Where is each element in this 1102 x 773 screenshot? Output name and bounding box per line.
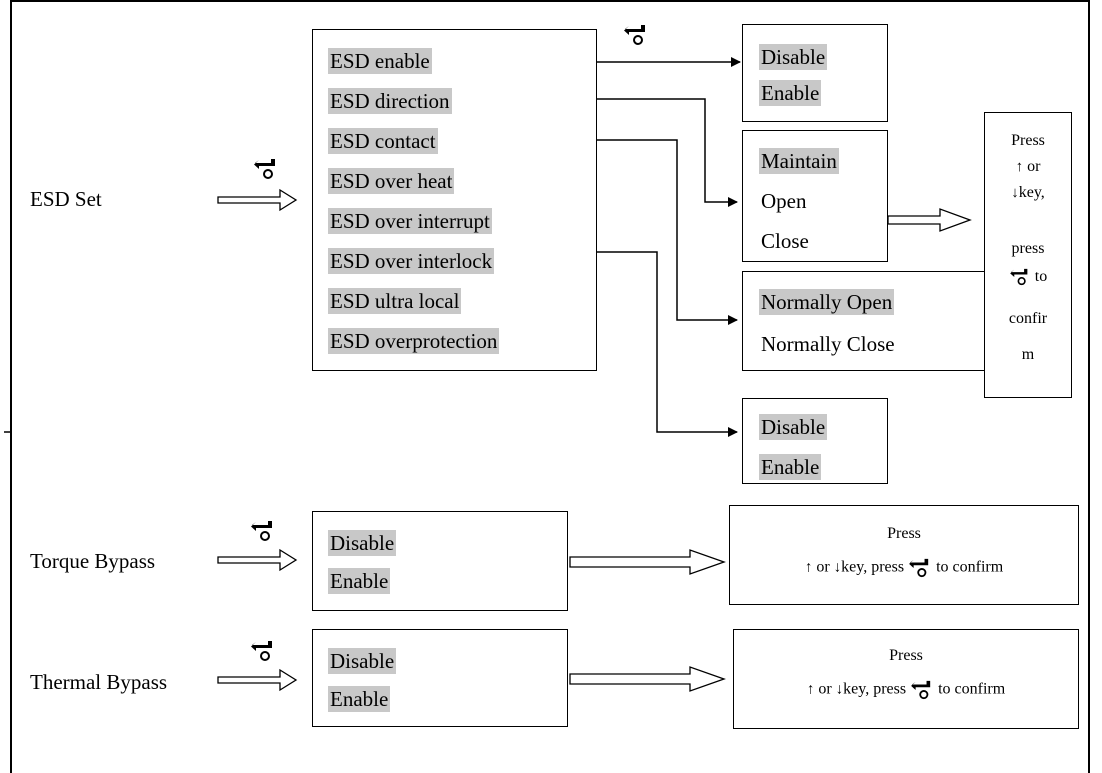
confirm-instruction-box (984, 112, 1072, 398)
confirm-key-line: ↓key, (1011, 184, 1045, 201)
menu-item-esd-enable: ESD enable (328, 48, 432, 74)
enter-key-icon (251, 521, 272, 541)
down-arrow-icon: ↓ (833, 559, 842, 576)
option-disable: Disable (328, 648, 397, 674)
enter-key-icon (254, 159, 275, 179)
option-maintain: Maintain (759, 148, 839, 174)
up-arrow-icon: ↑ (1015, 159, 1024, 175)
torque-confirm-box (729, 505, 1079, 605)
down-arrow-icon: ↓ (835, 681, 844, 698)
torque-confirm-line: ↑ or ↓key, press to confirm (729, 558, 1079, 578)
confirm-confir-text: confir (1008, 310, 1048, 327)
torque-press-text: Press (887, 525, 921, 542)
option-normally-close: Normally Close (761, 332, 895, 356)
down-arrow-icon: ↓ (1011, 185, 1019, 201)
thermal-bypass-label: Thermal Bypass (30, 670, 168, 694)
option-close: Close (761, 229, 809, 253)
menu-item-esd-direction: ESD direction (328, 88, 452, 114)
diagram-frame (10, 0, 1090, 773)
thermal-confirm-box (733, 629, 1079, 729)
torque-bypass-label: Torque Bypass (30, 549, 156, 573)
confirm-or-line: ↑ or (1015, 158, 1041, 175)
confirm-m-text: m (1021, 346, 1035, 363)
option-enable: Enable (328, 686, 391, 712)
enter-key-icon (251, 641, 272, 661)
thermal-press-text: Press (889, 647, 923, 664)
option-disable: Disable (328, 530, 397, 556)
esd-set-label: ESD Set (30, 187, 102, 211)
enter-key-icon (624, 25, 645, 45)
option-enable: Enable (328, 568, 391, 594)
up-arrow-icon: ↑ (804, 559, 813, 576)
confirm-press2-text: press (1011, 240, 1045, 257)
enter-key-icon (909, 558, 929, 578)
option-open: Open (761, 189, 807, 213)
confirm-press-text: Press (1011, 132, 1045, 149)
menu-item-esd-over-heat: ESD over heat (328, 168, 455, 194)
thermal-confirm-line: ↑ or ↓key, press to confirm (733, 680, 1079, 700)
thermal-options-box (312, 629, 568, 727)
option-enable: Enable (759, 454, 822, 480)
enter-key-icon (1009, 269, 1028, 286)
option-disable: Disable (759, 414, 828, 440)
enter-key-icon (911, 680, 931, 700)
contact-options-box (742, 271, 990, 371)
menu-item-esd-overprotection: ESD overprotection (328, 328, 500, 354)
menu-item-esd-ultra-local: ESD ultra local (328, 288, 462, 314)
enable-options-box (742, 24, 888, 122)
option-disable: Disable (759, 44, 828, 70)
esd-menu-box (312, 29, 597, 371)
menu-item-esd-contact: ESD contact (328, 128, 438, 154)
option-normally-open: Normally Open (759, 289, 895, 315)
menu-item-esd-over-interrupt: ESD over interrupt (328, 208, 492, 234)
up-arrow-icon: ↑ (806, 681, 815, 698)
torque-options-box (312, 511, 568, 611)
option-enable: Enable (759, 80, 822, 106)
confirm-to-line: to (984, 268, 1072, 286)
menu-item-esd-over-interlock: ESD over interlock (328, 248, 495, 274)
